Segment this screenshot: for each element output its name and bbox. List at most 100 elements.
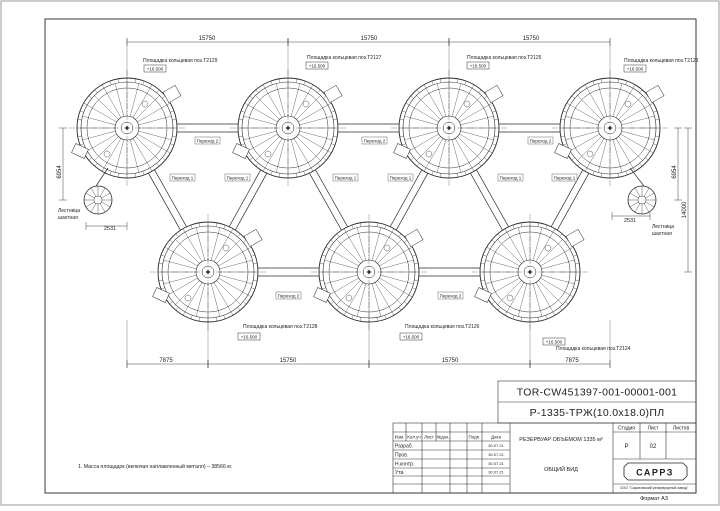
platform-grating	[331, 143, 336, 146]
platform-grating	[238, 135, 243, 137]
platform-grating	[331, 110, 336, 113]
platform-grating	[601, 78, 603, 83]
platform-grating	[237, 307, 241, 311]
platform-grating	[575, 263, 580, 265]
general-note: 1. Масса площадок (включая наплавленный …	[78, 463, 232, 470]
dim-right-vertical-b: 14000	[682, 201, 688, 218]
tank-rib	[129, 83, 140, 117]
platform-grating	[571, 95, 575, 99]
platform-grating	[571, 157, 575, 161]
platform-grating	[175, 233, 179, 237]
tank-rib	[404, 130, 438, 141]
platform-grating	[401, 143, 406, 146]
tank-rib	[345, 282, 364, 312]
nozzle	[393, 143, 411, 159]
crossing1-label: Переход 1	[227, 176, 249, 181]
tank-rib	[329, 248, 359, 267]
nozzle	[565, 228, 585, 248]
platform-grating	[494, 119, 499, 121]
platform-grating	[134, 78, 136, 83]
elevation-marks: +16.500 +16.500 +16.500 +16.500 +16.500 …	[143, 61, 647, 346]
tank-rib	[540, 277, 570, 296]
tanks-layer	[69, 70, 668, 330]
platform-grating	[255, 89, 259, 93]
crossing1-label: Переход 1	[554, 176, 576, 181]
ladder-step	[643, 187, 650, 197]
platform-grating	[172, 119, 177, 121]
platform-grating	[303, 171, 306, 176]
platform-grating	[399, 119, 404, 121]
platform-grating	[330, 239, 334, 243]
platform-grating	[521, 317, 523, 322]
platform-grating	[169, 301, 173, 305]
platform-grating	[478, 163, 482, 167]
platform-grating	[552, 228, 556, 233]
tank-rib	[82, 115, 116, 126]
nozzle	[313, 287, 331, 303]
platform-grating	[190, 315, 193, 320]
tank-rib	[175, 280, 200, 305]
platform-grating	[569, 294, 574, 298]
tank-rib	[298, 104, 328, 123]
tank-rib	[380, 259, 414, 270]
tank-rib	[597, 83, 608, 117]
platform-grating	[79, 143, 84, 146]
nozzle	[484, 84, 504, 104]
elevation-mark: +16.500	[309, 64, 326, 69]
tank-rib	[290, 139, 301, 173]
tank-rib	[168, 277, 198, 296]
tank-rib	[213, 232, 232, 262]
platform-grating	[243, 239, 247, 243]
platform-grating	[162, 157, 166, 161]
tank-rib	[454, 88, 473, 118]
platform-grating	[94, 163, 98, 167]
tank-rib	[275, 139, 286, 173]
dim-bottom-1: 7875	[159, 358, 173, 364]
platform-grating	[77, 119, 82, 121]
tank-rib	[293, 88, 312, 118]
tank-rib	[356, 227, 367, 261]
tank-rib	[565, 115, 599, 126]
dim-left-vertical: 6954	[57, 165, 63, 179]
platform-grating	[169, 239, 173, 243]
platform-grating	[398, 307, 402, 311]
title-main: РЕЗЕРВУАР ОБЪЕМОМ 1335 м³	[519, 437, 603, 443]
platform-grating	[414, 279, 419, 281]
tank-rib	[275, 83, 286, 117]
platform-grating	[391, 311, 395, 316]
tank-rib	[137, 133, 167, 152]
platform-label-t2124: Площадка кольцевая поз.Т2124	[556, 346, 631, 352]
platform-grating	[410, 95, 414, 99]
tank-rib	[298, 133, 328, 152]
platform-grating	[480, 279, 485, 281]
platform-grating	[249, 95, 253, 99]
tank-rib	[219, 274, 253, 285]
platform-grating	[249, 157, 253, 161]
platform-grating	[405, 102, 410, 106]
tank-rib	[371, 227, 382, 261]
date-nkontr: 30.07.21	[488, 461, 504, 466]
platform-grating	[404, 301, 408, 305]
platform-grating	[240, 143, 245, 146]
tank-rib	[296, 136, 321, 161]
tank-rib	[457, 95, 482, 120]
tank-rib	[612, 139, 623, 173]
ladder-step	[85, 201, 95, 208]
tank-rib	[618, 136, 643, 161]
platform-grating	[617, 173, 619, 178]
platform-grating	[488, 150, 493, 154]
platform-grating	[384, 315, 387, 320]
platform-grating	[494, 135, 499, 137]
tank-rib	[615, 138, 634, 168]
nozzle	[645, 84, 665, 104]
tank-rib	[168, 248, 198, 267]
elevation-mark: +16.500	[546, 340, 563, 345]
tank-rib	[497, 239, 522, 264]
nozzle	[232, 143, 250, 159]
platform-grating	[162, 95, 166, 99]
roof-fitting	[586, 150, 594, 158]
platform-grating	[101, 167, 105, 172]
tank-rib	[586, 138, 605, 168]
tank-rib	[409, 133, 439, 152]
platform-grating	[491, 301, 495, 305]
